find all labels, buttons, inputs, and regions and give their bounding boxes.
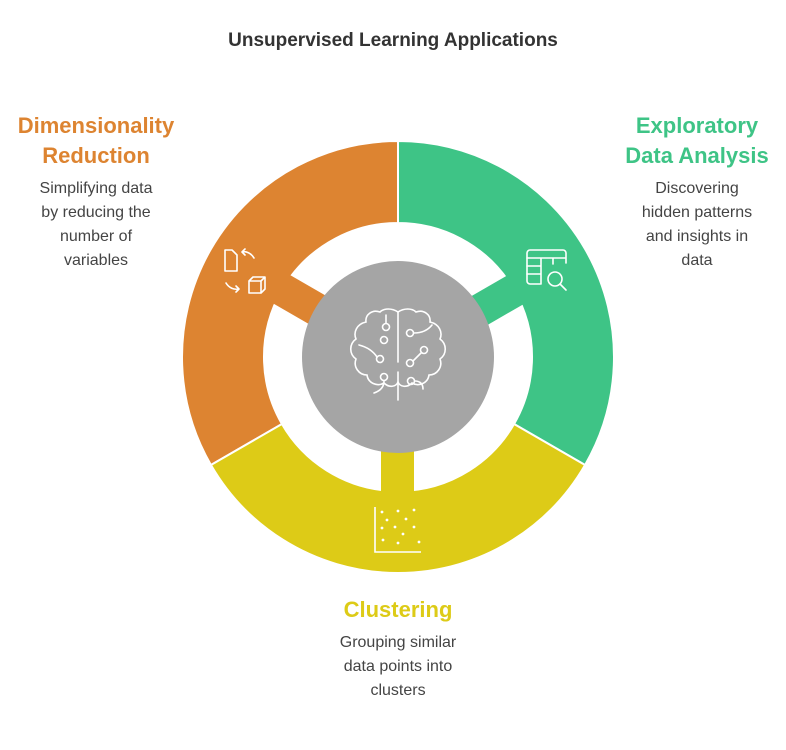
segment-title: Exploratory bbox=[635, 113, 759, 138]
scatter-dot bbox=[385, 518, 389, 522]
connector-tab bbox=[471, 275, 525, 325]
segment-desc: hidden patterns bbox=[641, 204, 753, 221]
diagram-title: Unsupervised Learning Applications bbox=[228, 30, 558, 51]
segment-dimensionality: Dimensionality Reduction Simplifying dat… bbox=[0, 111, 192, 273]
segment-desc: clusters bbox=[370, 682, 426, 699]
segment-title: Reduction bbox=[42, 143, 150, 168]
transform-icon bbox=[224, 248, 266, 294]
segment-ring-clustering bbox=[209, 422, 587, 574]
segment-eda: Exploratory Data Analysis Discovering hi… bbox=[600, 111, 786, 273]
scatter-dot bbox=[401, 532, 405, 536]
segment-title: Data Analysis bbox=[625, 143, 769, 168]
scatter-dot bbox=[380, 510, 384, 514]
segment-desc: data points into bbox=[343, 658, 453, 675]
segment-ring-dimensionality bbox=[181, 139, 399, 467]
scatter-dot bbox=[412, 525, 416, 529]
scatter-dot bbox=[396, 509, 400, 513]
segment-clustering: Clustering Grouping similar data points … bbox=[293, 595, 503, 703]
segment-desc: by reducing the bbox=[41, 204, 151, 221]
segment-ring-eda bbox=[397, 139, 615, 467]
table-search-icon bbox=[526, 249, 567, 291]
scatter-dot bbox=[393, 525, 397, 529]
scatter-dot bbox=[404, 517, 408, 521]
connector-tab bbox=[272, 274, 326, 324]
segment-title: Dimensionality bbox=[17, 113, 175, 138]
scatter-dot bbox=[396, 541, 400, 545]
segment-desc: Grouping similar bbox=[339, 634, 457, 651]
scatter-dot bbox=[412, 508, 416, 512]
connector-tab bbox=[381, 451, 414, 493]
segment-desc: Discovering bbox=[655, 180, 739, 197]
segment-desc: Simplifying data bbox=[39, 180, 153, 197]
scatter-plot-icon bbox=[374, 507, 421, 553]
segment-desc: and insights in bbox=[645, 228, 749, 245]
segment-desc: number of bbox=[59, 228, 133, 245]
brain-circuit-icon bbox=[349, 308, 447, 401]
segment-desc: variables bbox=[63, 252, 129, 269]
scatter-dot bbox=[381, 538, 385, 542]
segment-desc: data bbox=[681, 252, 713, 269]
scatter-dot bbox=[380, 526, 384, 530]
segment-title: Clustering bbox=[343, 597, 453, 622]
scatter-dot bbox=[417, 540, 421, 544]
